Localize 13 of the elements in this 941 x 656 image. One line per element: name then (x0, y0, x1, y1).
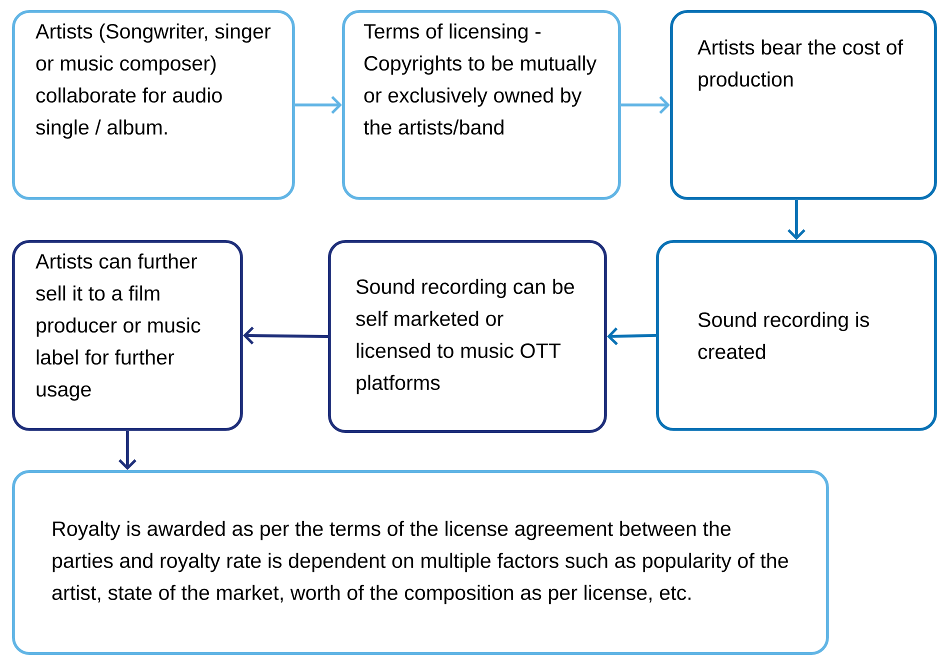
arrow (788, 200, 806, 240)
process-box: Artists (Songwriter, singer or music composer) collaborate for audio single / album. (12, 10, 295, 200)
arrow (118, 430, 136, 470)
arrow (294, 96, 342, 114)
process-box: Terms of licensing - Copyrights to be mutually or exclusively owned by the artists/band (342, 10, 621, 200)
process-box: Sound recording can be self marketed or licensed to music OTT platforms (328, 240, 607, 433)
arrow (620, 96, 670, 114)
process-box: Sound recording is created (656, 240, 937, 431)
process-box: Artists can further sell it to a film producer or music label for further usage (12, 240, 243, 431)
process-box: Artists bear the cost of production (670, 10, 937, 200)
process-box: Royalty is awarded as per the terms of the license agreement between the parties and royalty rate is dependent on multiple factors such as popularity of the artist, state of the market, worth of the composition as per license, etc. (12, 470, 829, 655)
arrow (242, 326, 328, 345)
arrow (606, 327, 656, 346)
